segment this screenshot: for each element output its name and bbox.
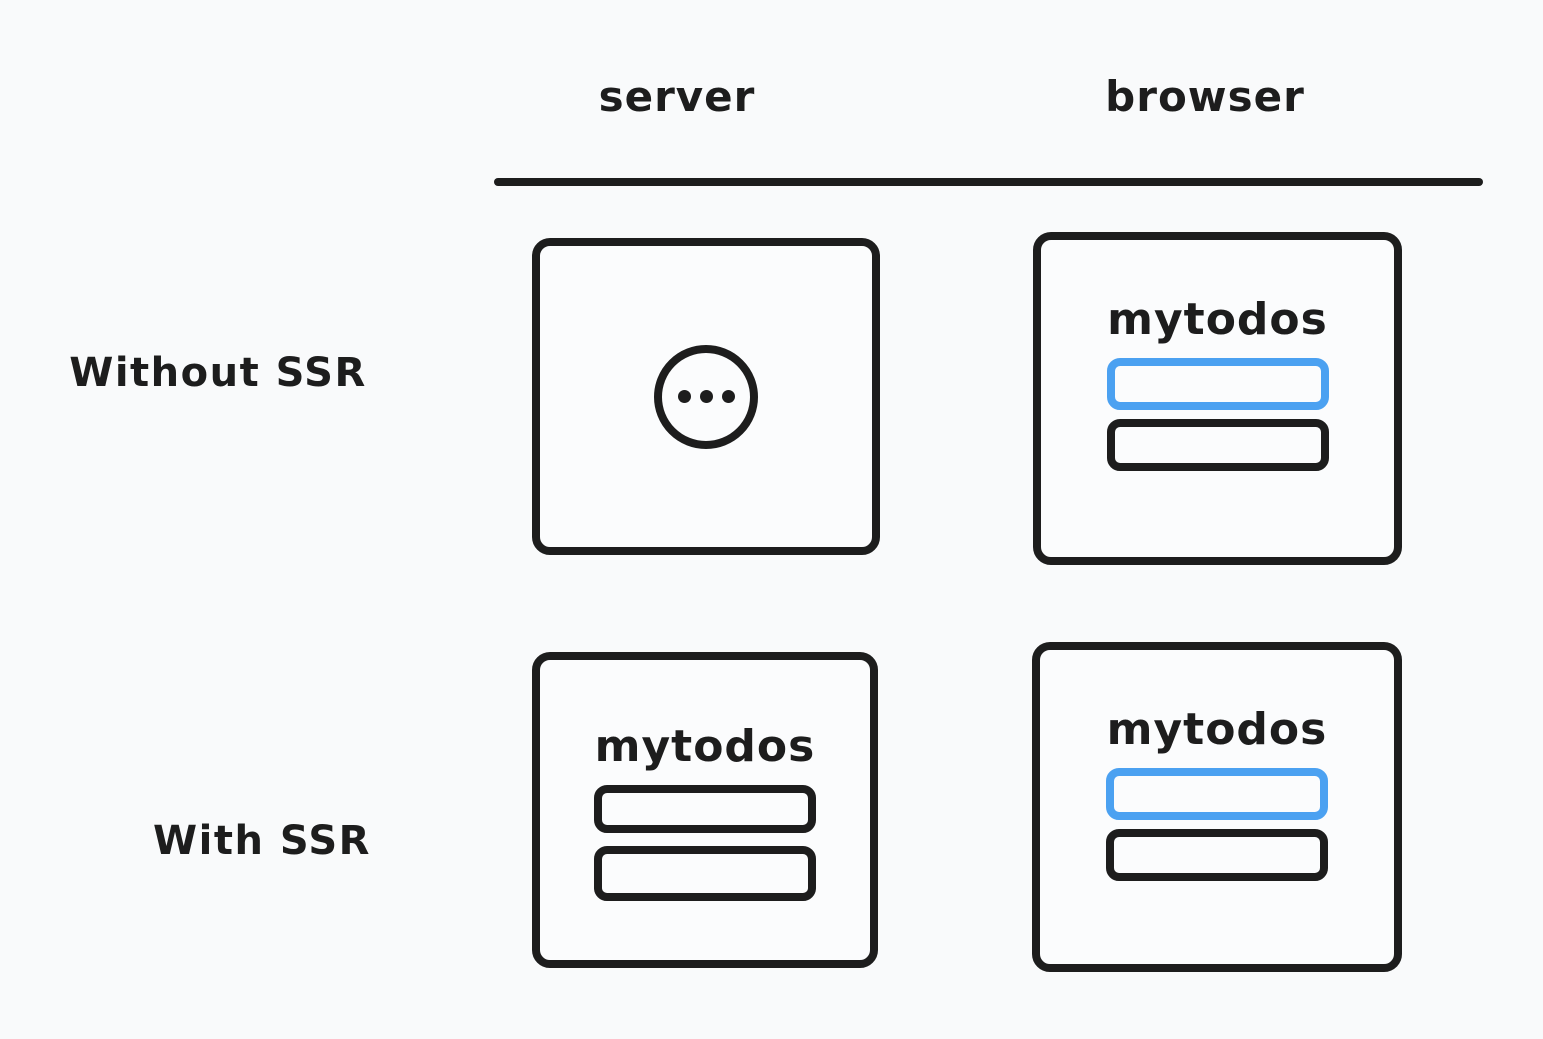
card-server-with-ssr: mytodos [532,652,878,968]
app-title-mytodos: mytodos [1106,704,1328,755]
loading-dot [699,390,713,403]
app-title-mytodos: mytodos [594,721,816,772]
card-browser-without-ssr: mytodos [1033,232,1402,565]
todo-bar [594,785,816,833]
todo-bar-highlighted [1106,768,1328,820]
todo-bar-highlighted [1106,358,1329,410]
ellipsis-loading-icon [654,344,758,449]
card-browser-with-ssr: mytodos [1032,642,1402,972]
column-header-server: server [598,72,756,121]
loading-dot [677,390,691,403]
app-title-mytodos: mytodos [1107,294,1328,345]
todo-bar [594,846,816,901]
loading-dot [721,390,735,403]
column-header-browser: browser [1105,72,1305,121]
row-label-without-ssr: Without SSR [69,350,367,396]
row-label-with-ssr: With SSR [153,818,371,864]
todo-bar [1106,829,1328,881]
header-divider-line [494,178,1483,186]
card-server-without-ssr [532,238,880,555]
todo-bar [1106,419,1329,471]
